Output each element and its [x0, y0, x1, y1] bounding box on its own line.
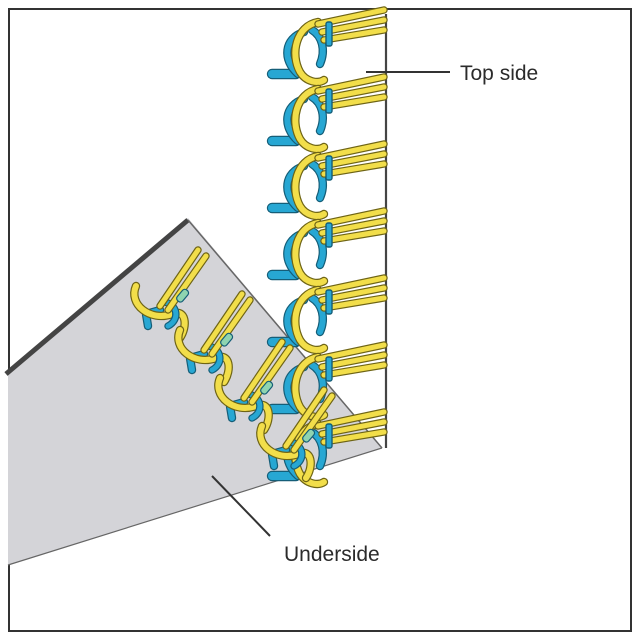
- yellow-thread-loop: [292, 153, 327, 219]
- blue-wrap-bar: [325, 88, 333, 114]
- yellow-thread-strand: [291, 393, 335, 453]
- blue-thread-link: [309, 27, 326, 67]
- underside-leader-line: [211, 475, 271, 537]
- underside-label: Underside: [284, 543, 380, 566]
- yellow-thread-loop: [292, 86, 327, 152]
- blue-thread-link: [309, 161, 326, 201]
- diagram-frame: [8, 8, 632, 632]
- blue-thread-ring: [287, 439, 305, 469]
- blue-thread-link: [309, 295, 326, 335]
- top-side-label: Top side: [460, 62, 538, 85]
- yellow-thread-loop: [257, 423, 314, 481]
- yellow-thread-strand: [321, 228, 387, 244]
- yellow-thread-strand: [283, 387, 327, 449]
- blue-wrap-bar: [325, 155, 333, 181]
- yellow-thread-strand: [201, 291, 245, 353]
- yellow-thread-strand: [157, 247, 201, 309]
- vertical-stitch-unit: [266, 274, 388, 355]
- wrap-bar: [302, 428, 316, 443]
- wrap-bar: [176, 288, 190, 303]
- yellow-thread-loop: [215, 375, 272, 433]
- diagonal-stitch-unit: [256, 386, 336, 483]
- underside-fabric-edge: [4, 218, 190, 376]
- yellow-thread-strand: [321, 295, 387, 311]
- diagonal-stitch-unit: [174, 290, 254, 387]
- yellow-thread-loop: [292, 19, 327, 85]
- yellow-thread-strand: [321, 429, 387, 445]
- wrap-bar: [260, 380, 274, 395]
- diagonal-stitch-row: [130, 246, 336, 483]
- underside-fabric-edge-right: [187, 219, 383, 449]
- yellow-thread-strand: [321, 161, 387, 177]
- vertical-stitch-column: [266, 6, 388, 489]
- yellow-thread-strand: [321, 362, 387, 378]
- blue-wrap-bar: [325, 289, 333, 315]
- wrap-bar: [220, 332, 234, 347]
- yellow-thread-strand: [321, 94, 387, 110]
- blue-thread-ring: [245, 391, 263, 421]
- yellow-thread-strand: [321, 27, 387, 43]
- blue-wrap-bar: [325, 21, 333, 47]
- vertical-stitch-unit: [266, 140, 388, 221]
- blue-wrap-bar: [325, 222, 333, 248]
- blue-thread-ring: [205, 343, 223, 373]
- yellow-thread-loop: [292, 287, 327, 353]
- blue-thread-ring: [161, 299, 179, 329]
- yellow-thread-strand: [249, 345, 293, 405]
- yellow-thread-strand: [209, 297, 253, 357]
- yellow-thread-loop: [131, 283, 188, 341]
- blue-wrap-bar: [325, 356, 333, 382]
- yellow-thread-strand: [165, 253, 209, 313]
- vertical-stitch-unit: [266, 207, 388, 288]
- blue-thread-link: [309, 94, 326, 134]
- vertical-stitch-unit: [266, 6, 388, 87]
- blue-thread-link: [309, 228, 326, 268]
- underside-fabric: [8, 218, 382, 565]
- diagonal-stitch-unit: [130, 246, 210, 343]
- vertical-stitch-unit: [266, 73, 388, 154]
- yellow-thread-loop: [292, 220, 327, 286]
- yellow-thread-strand: [241, 339, 285, 401]
- yellow-thread-loop: [175, 327, 232, 385]
- diagonal-stitch-unit: [214, 338, 294, 435]
- blue-wrap-bar: [325, 423, 333, 449]
